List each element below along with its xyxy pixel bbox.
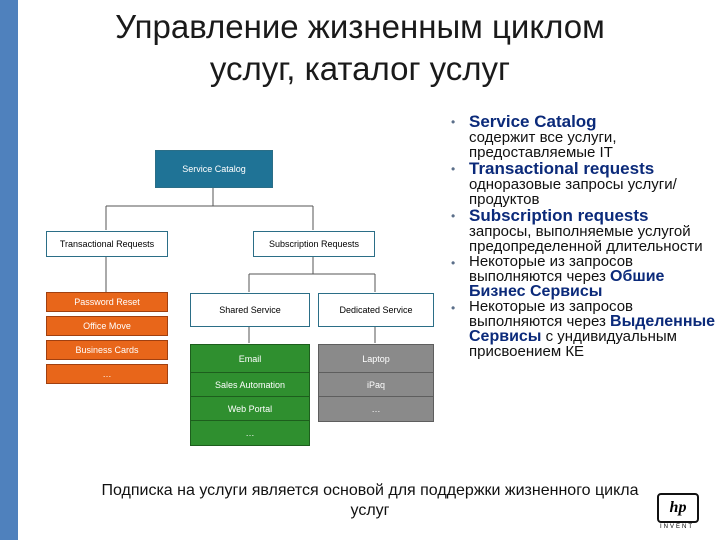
transactional-item: Business Cards <box>46 340 168 360</box>
bullet-text: Некоторые из запросов выполняются через … <box>469 253 719 300</box>
dedicated-service-item-label: Laptop <box>362 354 390 364</box>
shared-service-item: Web Portal <box>190 396 310 422</box>
service-catalog-node: Service Catalog <box>155 150 273 188</box>
bullet-text-part: Некоторые из запросов выполняются через <box>469 253 634 285</box>
shared-service-item-label: Email <box>238 354 262 364</box>
transactional-requests-node: Transactional Requests <box>46 231 168 257</box>
shared-service-item: Sales Automation <box>190 372 310 398</box>
shared-service-item: … <box>190 420 310 446</box>
bullet-item: • Transactional requests одноразовые зап… <box>449 160 719 207</box>
bullet-heading: Transactional requests <box>469 159 655 178</box>
transactional-item-label: Password Reset <box>74 297 140 307</box>
slide-title: Управление жизненным циклом услуг, катал… <box>60 6 660 90</box>
dedicated-service-item-label: iPaq <box>366 380 385 390</box>
subscription-requests-label: Subscription Requests <box>268 239 360 249</box>
bullet-text: содержит все услуги, предоставляемые IT <box>469 129 617 161</box>
dedicated-service-label: Dedicated Service <box>339 305 413 315</box>
bullet-text-part: с ундивидуальным присвоением КЕ <box>469 328 677 360</box>
bullet-item: • Некоторые из запросов выполняются чере… <box>449 299 719 359</box>
hp-logo-word: INVENT <box>659 524 694 530</box>
bullet-item: • Service Catalog содержит все услуги, п… <box>449 113 719 160</box>
title-line-1: Управление жизненным циклом <box>115 8 605 45</box>
bullet-highlight: Выделенные Сервисы <box>469 313 716 345</box>
dedicated-service-item-label: … <box>371 404 381 414</box>
subscription-requests-node: Subscription Requests <box>253 231 375 257</box>
dedicated-service-item: Laptop <box>318 344 434 374</box>
service-catalog-label: Service Catalog <box>182 164 246 174</box>
shared-service-item-label: Web Portal <box>227 404 273 414</box>
bullet-dot-icon: • <box>451 115 456 129</box>
footer-line-2: услуг <box>350 502 390 519</box>
hp-logo: hp INVENT <box>655 493 699 537</box>
dedicated-service-node: Dedicated Service <box>318 293 434 327</box>
transactional-item-label: Office Move <box>83 321 131 331</box>
title-line-2: услуг, каталог услуг <box>209 50 511 87</box>
bullet-item: • Некоторые из запросов выполняются чере… <box>449 253 719 300</box>
dedicated-service-item: … <box>318 396 434 422</box>
bullet-dot-icon: • <box>451 209 456 223</box>
shared-service-item: Email <box>190 344 310 374</box>
bullet-highlight: Обшие Бизнес Сервисы <box>469 268 665 300</box>
bullet-dot-icon: • <box>451 256 456 270</box>
dedicated-service-item: iPaq <box>318 372 434 398</box>
side-accent-strip <box>0 0 18 540</box>
bullet-heading: Service Catalog <box>469 112 597 131</box>
shared-service-node: Shared Service <box>190 293 310 327</box>
bullet-heading: Subscription requests <box>469 206 649 225</box>
footer-caption: Подписка на услуги является основой для … <box>30 481 710 521</box>
transactional-requests-label: Transactional Requests <box>59 239 155 249</box>
shared-service-item-label: … <box>245 428 255 438</box>
transactional-item: Password Reset <box>46 292 168 312</box>
transactional-item-label: … <box>102 369 112 379</box>
transactional-item: … <box>46 364 168 384</box>
shared-service-label: Shared Service <box>219 305 281 315</box>
bullet-text: Некоторые из запросов выполняются через … <box>469 299 719 359</box>
bullet-text: запросы, выполняемые услугой предопредел… <box>469 223 703 255</box>
bullet-dot-icon: • <box>451 162 456 176</box>
bullet-text: одноразовые запросы услуги/продуктов <box>469 176 677 208</box>
shared-service-item-label: Sales Automation <box>214 380 286 390</box>
bullet-text-part: Некоторые из запросов выполняются через <box>469 298 634 330</box>
transactional-item: Office Move <box>46 316 168 336</box>
hp-logo-mark: hp <box>657 493 699 523</box>
footer-line-1: Подписка на услуги является основой для … <box>101 482 639 499</box>
transactional-item-label: Business Cards <box>75 345 139 355</box>
bullet-dot-icon: • <box>451 301 456 315</box>
bullet-list: • Service Catalog содержит все услуги, п… <box>449 113 719 359</box>
bullet-item: • Subscription requests запросы, выполня… <box>449 207 719 254</box>
